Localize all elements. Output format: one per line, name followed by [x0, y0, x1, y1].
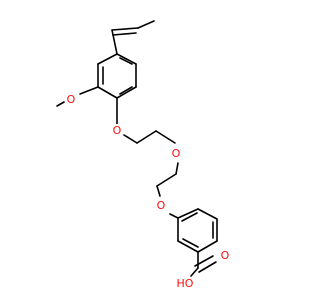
- bond-methoxy-ring: [79, 86, 99, 95]
- bond-ring1-c: [97, 86, 118, 99]
- ether-oxygen-3-label: O: [157, 199, 166, 212]
- bond-c4-o3: [156, 185, 161, 197]
- bond-ring2-inner-1: [181, 212, 198, 222]
- bond-propenyl-double-inner: [112, 32, 137, 36]
- atom-ether-oxygen-1: O: [111, 124, 123, 137]
- atom-ether-oxygen-3: O: [155, 199, 167, 212]
- atom-hydroxyl-oxygen: HO: [176, 277, 194, 290]
- bond-c3-c4: [156, 173, 177, 187]
- bond-propenyl-ring: [111, 29, 118, 55]
- bond-o2-c3: [175, 162, 179, 175]
- bond-ring2-b: [197, 208, 218, 220]
- atom-methoxy-oxygen: O: [65, 93, 77, 106]
- atom-carbonyl-oxygen: O: [219, 249, 231, 262]
- bond-ring2-e: [177, 240, 199, 253]
- bond-ring1-f: [116, 53, 137, 65]
- bond-hydroxyl: [190, 267, 199, 277]
- bond-o1-c1: [123, 134, 138, 144]
- ether-oxygen-1-label: O: [113, 124, 122, 137]
- bonds: [56, 20, 218, 277]
- ether-oxygen-2-label: O: [172, 147, 181, 160]
- carbonyl-oxygen-label: O: [221, 249, 230, 262]
- bond-ring2-d: [197, 240, 218, 253]
- bond-c1-c2: [136, 130, 157, 144]
- atom-ether-oxygen-2: O: [170, 147, 182, 160]
- bond-o3-ring: [169, 213, 179, 219]
- bond-propenyl-double: [111, 27, 139, 31]
- hydroxyl-oxygen-label: HO: [177, 277, 194, 290]
- bond-methoxy-methyl: [56, 101, 65, 107]
- atom-labels: O O O O O HO: [65, 93, 231, 290]
- bond-ring1-inner-2: [119, 86, 133, 95]
- bond-propenyl-1: [137, 20, 155, 29]
- bond-ring2-a: [177, 208, 199, 219]
- molecule-structure: O O O O O HO: [0, 0, 300, 300]
- bond-ring2-inner-3: [182, 238, 199, 248]
- bond-carbonyl-left: [194, 255, 214, 267]
- background: [0, 0, 300, 300]
- bond-carbonyl-right: [198, 261, 217, 273]
- bond-ring1-d: [116, 86, 137, 99]
- bond-c2-o2: [155, 130, 176, 144]
- methoxy-oxygen-label: O: [67, 93, 76, 106]
- bond-ring1-inner-3: [119, 57, 133, 65]
- bond-ring1-a: [97, 53, 118, 65]
